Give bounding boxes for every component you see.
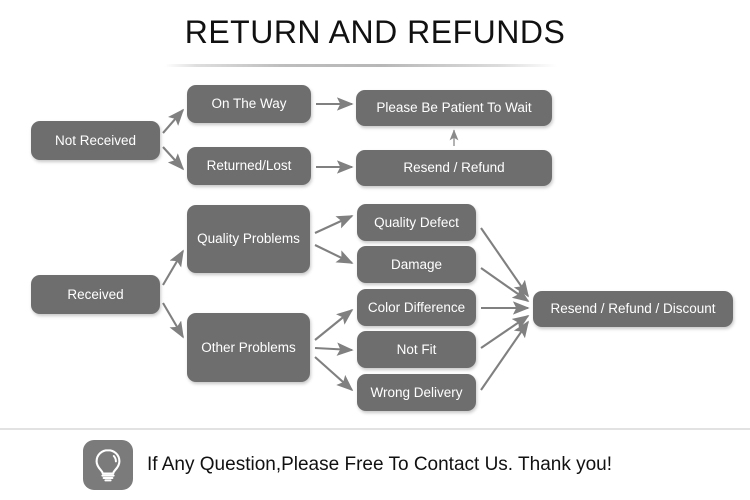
lightbulb-icon	[82, 440, 133, 490]
edge-quality-defect-to-resolution	[480, 227, 529, 298]
page-title: RETURN AND REFUNDS	[184, 14, 566, 50]
node-color-difference[interactable]: Color Difference	[357, 289, 476, 326]
node-label: Received	[67, 286, 124, 302]
node-resend-refund-discount[interactable]: Resend / Refund / Discount	[533, 291, 733, 327]
node-returned-lost[interactable]: Returned/Lost	[187, 147, 311, 185]
node-quality-defect[interactable]: Quality Defect	[357, 204, 476, 241]
node-received[interactable]: Received	[31, 275, 160, 314]
node-label: Other Problems	[201, 339, 296, 355]
footer: If Any Question,Please Free To Contact U…	[0, 430, 750, 500]
edge-received-to-other-problems	[162, 302, 184, 339]
node-label: Please Be Patient To Wait	[376, 100, 532, 116]
node-not-fit[interactable]: Not Fit	[357, 331, 476, 368]
edge-quality-problems-to-quality-defect	[314, 215, 354, 234]
edge-other-problems-to-wrong-delivery	[314, 356, 354, 392]
edge-wrong-delivery-to-resolution	[480, 320, 529, 391]
node-label: On The Way	[211, 96, 287, 112]
node-label: Resend / Refund	[403, 160, 505, 176]
edge-not-received-to-on-the-way	[162, 108, 185, 134]
node-wrong-delivery[interactable]: Wrong Delivery	[357, 374, 476, 411]
node-label: Damage	[390, 256, 443, 272]
node-please-be-patient-to-wait[interactable]: Please Be Patient To Wait	[356, 90, 552, 126]
edge-other-problems-to-not-fit	[314, 342, 354, 356]
node-quality-problems[interactable]: Quality Problems	[187, 205, 310, 273]
footer-text: If Any Question,Please Free To Contact U…	[146, 454, 613, 475]
node-label: Quality Defect	[374, 214, 459, 230]
node-label: Resend / Refund / Discount	[550, 301, 716, 317]
title-divider	[165, 64, 557, 67]
edge-not-received-to-returned-lost	[162, 146, 185, 171]
edge-quality-problems-to-damage	[314, 244, 354, 264]
edge-other-problems-to-color-difference	[314, 308, 354, 341]
node-on-the-way[interactable]: On The Way	[187, 85, 311, 123]
node-resend-refund[interactable]: Resend / Refund	[356, 150, 552, 186]
node-label: Not Received	[54, 132, 137, 148]
node-label: Quality Problems	[197, 231, 300, 247]
node-damage[interactable]: Damage	[357, 246, 476, 283]
node-other-problems[interactable]: Other Problems	[187, 313, 310, 382]
edge-received-to-quality-problems	[162, 249, 184, 286]
node-label: Color Difference	[367, 299, 466, 315]
edge-not-fit-to-resolution	[480, 315, 530, 349]
flowchart: Not Received Received On The Way Returne…	[31, 85, 733, 411]
edge-damage-to-resolution	[480, 267, 530, 302]
node-label: Returned/Lost	[206, 158, 292, 174]
node-not-received[interactable]: Not Received	[31, 121, 160, 160]
footer-divider	[0, 428, 750, 430]
node-label: Not Fit	[396, 341, 437, 357]
node-label: Wrong Delivery	[370, 384, 463, 400]
